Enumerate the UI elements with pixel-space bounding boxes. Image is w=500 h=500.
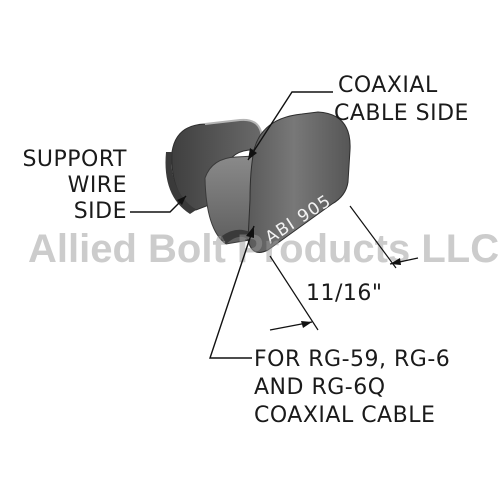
clip-front-lip bbox=[222, 229, 250, 244]
coax-side-arrow-icon bbox=[248, 148, 257, 160]
usage-label-line3: COAXIAL CABLE bbox=[254, 403, 435, 428]
clip-front-wall bbox=[247, 111, 351, 253]
dimension-arrow-upper-icon bbox=[390, 258, 401, 265]
dimension-extension-upper bbox=[349, 205, 397, 269]
support-side-label-line2: WIRE bbox=[68, 173, 127, 198]
usage-label-line1: FOR RG-59, RG-6 bbox=[254, 347, 450, 372]
coax-side-label-line2: CABLE SIDE bbox=[334, 101, 469, 126]
watermark-text: Allied Bolt Products LLC bbox=[28, 227, 499, 271]
support-side-callout: SUPPORT WIRE SIDE bbox=[22, 147, 187, 224]
usage-label-line2: AND RG-6Q bbox=[254, 375, 386, 400]
dimension-extension-lower bbox=[269, 255, 319, 331]
support-side-arrow-icon bbox=[177, 196, 186, 205]
dimension-arrow-lower-icon bbox=[301, 321, 312, 328]
coax-side-callout: COAXIAL CABLE SIDE bbox=[247, 73, 469, 161]
support-side-label-line3: SIDE bbox=[74, 199, 127, 224]
support-side-label-line1: SUPPORT bbox=[22, 147, 127, 172]
usage-callout: FOR RG-59, RG-6 AND RG-6Q COAXIAL CABLE bbox=[209, 225, 450, 428]
coax-side-leader bbox=[247, 91, 333, 161]
width-dimension: 11/16" bbox=[269, 205, 419, 331]
dimension-label: 11/16" bbox=[306, 281, 383, 306]
usage-arrow-icon bbox=[246, 226, 254, 238]
coax-side-label-line1: COAXIAL bbox=[338, 73, 438, 98]
usage-leader bbox=[209, 225, 255, 359]
